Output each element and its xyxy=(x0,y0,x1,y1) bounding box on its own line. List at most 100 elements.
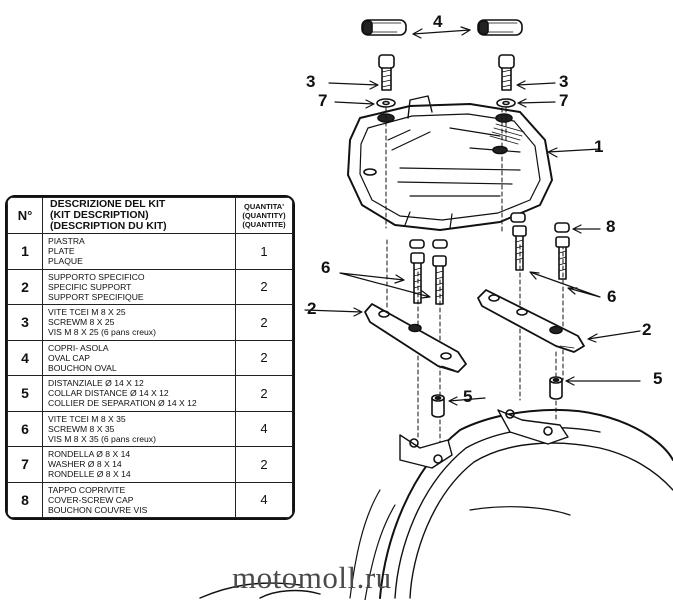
leader-2-right xyxy=(587,330,641,343)
callout-6-left: 6 xyxy=(321,258,331,277)
washer-7-right xyxy=(496,98,516,108)
screw-6-right-a xyxy=(512,225,527,271)
description-line: COPRI- ASOLA xyxy=(48,342,109,353)
description-line: RONDELLA Ø 8 X 14 xyxy=(48,449,131,460)
support-2-right xyxy=(477,289,585,353)
description-line: SUPPORTO SPECIFICO xyxy=(48,271,145,282)
plate-1 xyxy=(347,95,553,231)
cover-cap-8-left xyxy=(409,239,448,249)
row-number: 3 xyxy=(7,304,43,341)
description-line: PIASTRA xyxy=(48,236,85,247)
collar-5-left xyxy=(431,394,445,418)
callout-4: 4 xyxy=(433,12,443,31)
oval-cap-right xyxy=(477,19,523,36)
description-line: VIS M 8 X 35 (6 pans creux) xyxy=(48,433,156,444)
row-number: 6 xyxy=(7,410,43,447)
description-line: PLATE xyxy=(48,246,75,257)
description-line: OVAL CAP xyxy=(48,352,91,363)
row-quantity: 2 xyxy=(235,339,293,376)
support-2-left xyxy=(364,303,467,373)
header-quantity-line: QUANTITA' xyxy=(244,202,284,211)
description-line: TAPPO COPRIVITE xyxy=(48,484,126,495)
description-line: SPECIFIC SUPPORT xyxy=(48,281,132,292)
leader-1 xyxy=(547,147,601,158)
row-number: 5 xyxy=(7,375,43,412)
description-line: VITE TCEI M 8 X 25 xyxy=(48,307,126,318)
leader-5-right xyxy=(565,376,641,386)
callout-8: 8 xyxy=(606,217,616,236)
header-quantity-line: (QUANTITE) xyxy=(242,220,286,229)
header-description-line: (KIT DESCRIPTION) xyxy=(50,209,149,221)
row-description: PIASTRA PLATE PLAQUE xyxy=(42,233,236,270)
collar-5-right xyxy=(549,376,563,400)
callout-3-right: 3 xyxy=(559,72,569,91)
description-line: SUPPORT SPECIFIQUE xyxy=(48,291,144,302)
header-quantity-line: (QUANTITY) xyxy=(242,211,286,220)
header-description-line: (DESCRIPTION DU KIT) xyxy=(50,220,167,232)
header-description: DESCRIZIONE DEL KIT (KIT DESCRIPTION) (D… xyxy=(42,197,236,234)
row-number: 7 xyxy=(7,446,43,483)
description-line: DISTANZIALE Ø 14 X 12 xyxy=(48,378,144,389)
leader-5-left xyxy=(448,396,486,406)
row-quantity: 1 xyxy=(235,233,293,270)
row-description: COPRI- ASOLA OVAL CAP BOUCHON OVAL xyxy=(42,339,236,376)
callout-2-left: 2 xyxy=(307,299,317,318)
leader-4 xyxy=(412,29,471,35)
description-line: BOUCHON OVAL xyxy=(48,362,117,373)
description-line: RONDELLE Ø 8 X 14 xyxy=(48,469,131,480)
row-description: DISTANZIALE Ø 14 X 12 COLLAR DISTANCE Ø … xyxy=(42,375,236,412)
row-number: 4 xyxy=(7,339,43,376)
description-line: WASHER Ø 8 X 14 xyxy=(48,459,122,470)
description-line: SCREWM 8 X 35 xyxy=(48,423,115,434)
row-description: SUPPORTO SPECIFICO SPECIFIC SUPPORT SUPP… xyxy=(42,268,236,305)
row-description: RONDELLA Ø 8 X 14 WASHER Ø 8 X 14 RONDEL… xyxy=(42,446,236,483)
description-line: PLAQUE xyxy=(48,256,83,267)
header-description-line: DESCRIZIONE DEL KIT xyxy=(50,198,166,210)
table-row: 4 COPRI- ASOLA OVAL CAP BOUCHON OVAL 2 xyxy=(7,339,293,376)
callout-2-right: 2 xyxy=(642,320,652,339)
description-line: COLLIER DE SEPARATION Ø 14 X 12 xyxy=(48,398,197,409)
table-row: 8 TAPPO COPRIVITE COVER-SCREW CAP BOUCHO… xyxy=(7,481,293,518)
row-quantity: 2 xyxy=(235,375,293,412)
callout-5-right: 5 xyxy=(653,369,663,388)
row-number: 8 xyxy=(7,481,43,518)
washer-7-left xyxy=(376,98,396,108)
callout-6-right: 6 xyxy=(607,287,617,306)
callout-1: 1 xyxy=(594,137,604,156)
row-quantity: 4 xyxy=(235,410,293,447)
callout-3-left: 3 xyxy=(306,72,316,91)
leader-6-left xyxy=(339,272,431,299)
row-quantity: 2 xyxy=(235,268,293,305)
leader-8 xyxy=(572,224,601,234)
leader-6-right xyxy=(529,271,601,298)
row-description: VITE TCEI M 8 X 25 SCREWM 8 X 25 VIS M 8… xyxy=(42,304,236,341)
description-line: COLLAR DISTANCE Ø 14 X 12 xyxy=(48,388,169,399)
callout-5-left: 5 xyxy=(463,387,473,406)
screw-3-left xyxy=(378,54,395,91)
description-line: COVER-SCREW CAP xyxy=(48,494,134,505)
row-description: VITE TCEI M 8 X 35 SCREWM 8 X 35 VIS M 8… xyxy=(42,410,236,447)
description-line: SCREWM 8 X 25 xyxy=(48,317,115,328)
row-quantity: 2 xyxy=(235,446,293,483)
row-number: 1 xyxy=(7,233,43,270)
table-row: 3 VITE TCEI M 8 X 25 SCREWM 8 X 25 VIS M… xyxy=(7,304,293,341)
table-row: 1 PIASTRA PLATE PLAQUE 1 xyxy=(7,233,293,270)
description-line: VIS M 8 X 25 (6 pans creux) xyxy=(48,327,156,338)
motorcycle-rear xyxy=(199,409,673,600)
header-number: N° xyxy=(7,197,43,234)
table-row: 6 VITE TCEI M 8 X 35 SCREWM 8 X 35 VIS M… xyxy=(7,410,293,447)
description-line: VITE TCEI M 8 X 35 xyxy=(48,413,126,424)
leader-2-left xyxy=(304,307,363,317)
kit-table: N° DESCRIZIONE DEL KIT (KIT DESCRIPTION)… xyxy=(5,195,295,520)
screw-6-left-b xyxy=(432,255,447,305)
description-line: BOUCHON COUVRE VIS xyxy=(48,504,148,515)
header-quantity: QUANTITA' (QUANTITY) (QUANTITE) xyxy=(235,197,293,234)
oval-cap-left xyxy=(361,19,407,36)
screw-3-right xyxy=(498,54,515,91)
row-number: 2 xyxy=(7,268,43,305)
screw-6-right-b xyxy=(555,236,570,280)
row-quantity: 2 xyxy=(235,304,293,341)
screw-6-left-a xyxy=(410,252,425,304)
callout-7-right: 7 xyxy=(559,91,569,110)
